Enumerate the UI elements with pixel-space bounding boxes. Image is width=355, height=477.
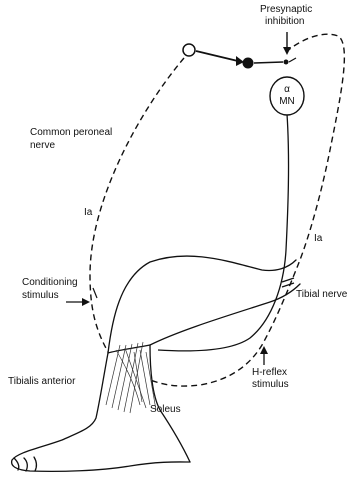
- tibialis-anterior-label: Tibialis anterior: [8, 376, 75, 387]
- arrow-down-icon: [283, 32, 291, 55]
- conditioning-electrode: [93, 288, 97, 298]
- tibial-electrode: [282, 278, 294, 287]
- ia-left-label: Ia: [84, 207, 92, 218]
- hreflex-label-line1: H-reflex: [252, 367, 287, 378]
- arrow-up-icon: [260, 346, 268, 365]
- common-peroneal-nerve-path: [90, 58, 184, 352]
- muscle-hatching: [106, 342, 156, 413]
- conditioning-label-line1: Conditioning: [22, 277, 78, 288]
- common-peroneal-label-line1: Common peroneal: [30, 127, 112, 138]
- interneuron-chain: [183, 44, 296, 69]
- nerve-pathways: [90, 34, 344, 386]
- motor-nerve: [158, 114, 289, 351]
- knee-joint: [108, 345, 150, 353]
- tibial-nerve-label: Tibial nerve: [296, 289, 347, 300]
- hreflex-label-line2: stimulus: [252, 379, 289, 390]
- interneuron: [243, 58, 254, 69]
- ia-right-label: Ia: [314, 233, 322, 244]
- leg-outline: [12, 256, 300, 471]
- presynaptic-label-line2: inhibition: [265, 16, 304, 27]
- presynaptic-terminal: [284, 60, 289, 65]
- dorsal-root-ganglion: [183, 44, 195, 56]
- presynaptic-label-line1: Presynaptic: [260, 4, 312, 15]
- common-peroneal-label-line2: nerve: [30, 140, 55, 151]
- alpha-symbol: α: [284, 84, 290, 95]
- conditioning-label-line2: stimulus: [22, 290, 59, 301]
- arrow-right-icon: [66, 298, 90, 306]
- mn-label: MN: [279, 96, 295, 107]
- tibial-ia-path: [150, 34, 344, 386]
- soleus-label: Soleus: [150, 404, 181, 415]
- thigh-upper-edge: [108, 256, 296, 353]
